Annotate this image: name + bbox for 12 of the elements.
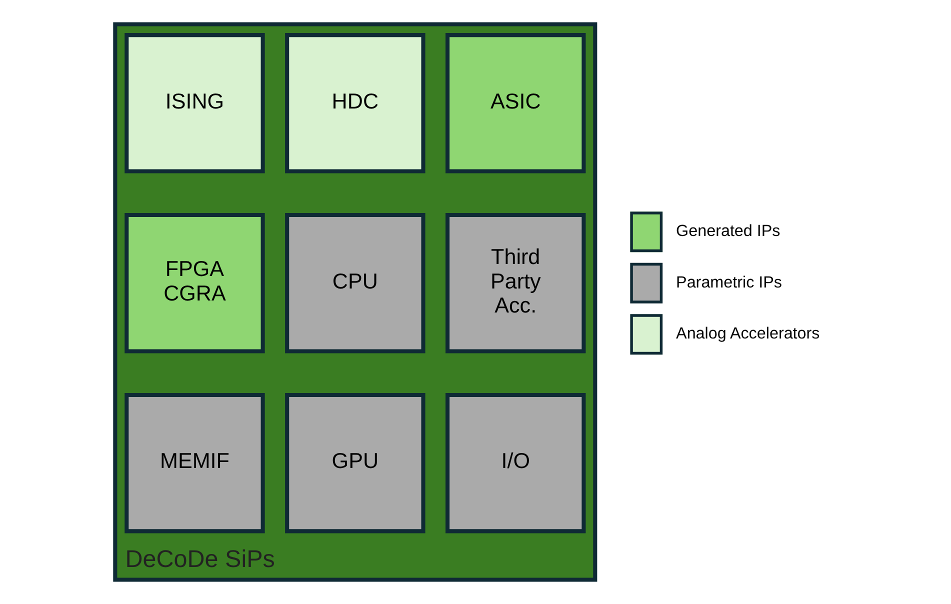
node-box: CPU — [285, 213, 426, 354]
node-box: HDC — [285, 33, 426, 174]
node-box: GPU — [285, 393, 426, 534]
node-box: ISING — [124, 33, 265, 174]
node-box: Third Party Acc. — [446, 213, 586, 354]
legend-label: Analog Accelerators — [676, 324, 820, 343]
node-box: ASIC — [446, 33, 586, 174]
node-box: I/O — [446, 393, 586, 534]
node-box: FPGA CGRA — [124, 213, 265, 354]
legend-label: Parametric IPs — [676, 273, 782, 292]
node-box: MEMIF — [124, 393, 265, 534]
legend-label: Generated IPs — [676, 222, 780, 240]
